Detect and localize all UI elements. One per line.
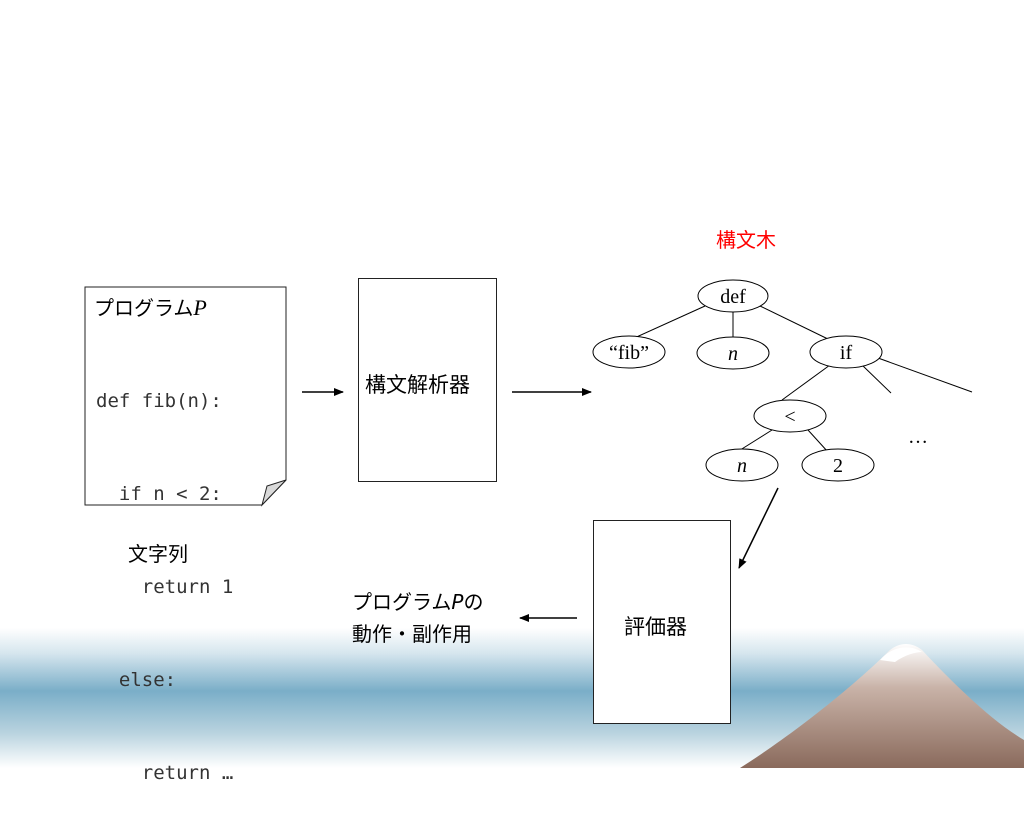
result-line1-suffix: の (463, 590, 484, 614)
document-fold (261, 479, 287, 507)
program-title-var: P (193, 295, 207, 320)
node-fib (592, 335, 666, 369)
node-def-label: def (720, 286, 746, 308)
node-n (696, 336, 770, 370)
edge-def-fib (629, 305, 706, 341)
node-n2-label: n (737, 455, 747, 477)
edge-def-if (759, 305, 831, 341)
tree-edges (629, 305, 973, 453)
node-lt (753, 399, 827, 433)
parser-label: 構文解析器 (365, 373, 470, 397)
arrow-to-evaluator (738, 487, 779, 569)
edge-lt-2 (807, 429, 829, 453)
node-lt-label: < (784, 406, 795, 428)
edge-lt-n (736, 429, 773, 453)
node-if-label: if (840, 342, 853, 364)
edge-if-lt (781, 364, 831, 401)
program-title-text: プログラム (94, 296, 194, 320)
mountain-decoration (740, 644, 1024, 768)
slide-canvas: def “fib” n if < n 2 … (0, 279, 1024, 768)
node-fib-label: “fib” (609, 342, 649, 364)
evaluator-label: 評価器 (624, 615, 687, 639)
node-def (697, 279, 769, 313)
result-line1-text: プログラム (352, 590, 452, 614)
node-two-label: 2 (833, 455, 843, 477)
parser-box (358, 278, 497, 482)
edge-if-mid (861, 364, 892, 394)
edge-if-right (877, 357, 973, 393)
node-n2 (705, 448, 779, 482)
node-n-label: n (728, 343, 738, 365)
result-line2: 動作・副作用 (352, 622, 472, 646)
evaluator-box (593, 520, 731, 724)
code-line: if n < 2: (96, 483, 222, 505)
result-line1-var: P (451, 590, 464, 614)
result-line1: プログラムPの (352, 586, 483, 615)
code-line: return … (96, 762, 234, 784)
node-if (809, 335, 883, 369)
program-title: プログラムP (94, 292, 207, 321)
tree-ellipsis: … (908, 426, 928, 448)
code-line: return 1 (96, 576, 234, 598)
mountain-snow (880, 647, 922, 662)
code-line: else: (96, 669, 177, 691)
code-line: def fib(n): (96, 390, 222, 412)
tree-title: 構文木 (716, 228, 776, 252)
node-two (801, 448, 875, 482)
program-code: def fib(n): if n < 2: return 1 else: ret… (96, 324, 233, 820)
program-caption: 文字列 (128, 542, 188, 566)
